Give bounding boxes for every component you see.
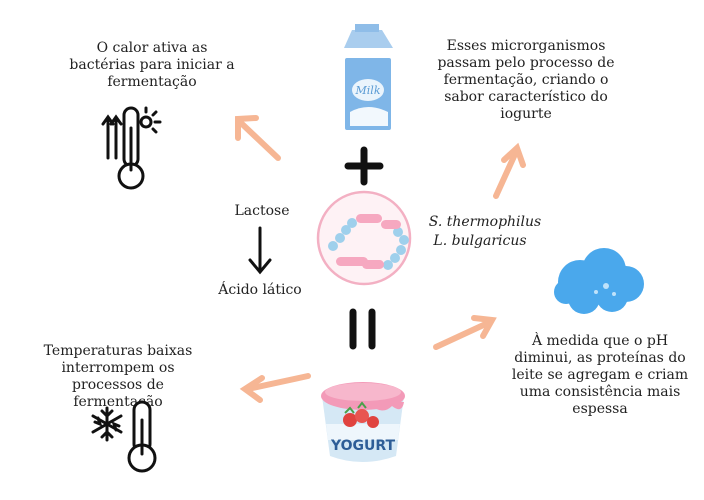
lactose-label: Lactose	[234, 203, 290, 219]
arrow-to-heat	[235, 115, 281, 161]
ph-caption: À medida que o pH diminui, as proteínas …	[511, 333, 689, 417]
milk-carton-icon: Milk	[344, 24, 393, 130]
equals-icon	[349, 308, 376, 350]
lactic-acid-label: Ácido lático	[218, 282, 302, 298]
down-arrow-icon	[248, 226, 272, 275]
bacteria-name-1: S. thermophilus	[428, 214, 542, 230]
yogurt-cup-icon: YOGURT	[321, 382, 405, 462]
plus-icon	[344, 146, 384, 186]
heat-caption: O calor ativa as bactérias para iniciar …	[69, 40, 235, 90]
cloud-icon	[554, 248, 644, 314]
arrow-to-cold	[239, 373, 311, 403]
snowflake-icon	[91, 406, 123, 442]
bacteria-name-2: L. bulgaricus	[433, 233, 527, 249]
arrow-to-microbes	[493, 142, 526, 199]
yogurt-label: YOGURT	[330, 438, 396, 454]
bacteria-circle-icon	[316, 190, 412, 286]
milk-label: Milk	[355, 84, 381, 97]
hot-thermometer-icon	[101, 106, 162, 190]
cold-thermometer-icon	[91, 400, 157, 473]
arrow-to-ph	[433, 315, 497, 350]
microbes-caption: Esses microrganismos passam pelo process…	[437, 38, 615, 122]
